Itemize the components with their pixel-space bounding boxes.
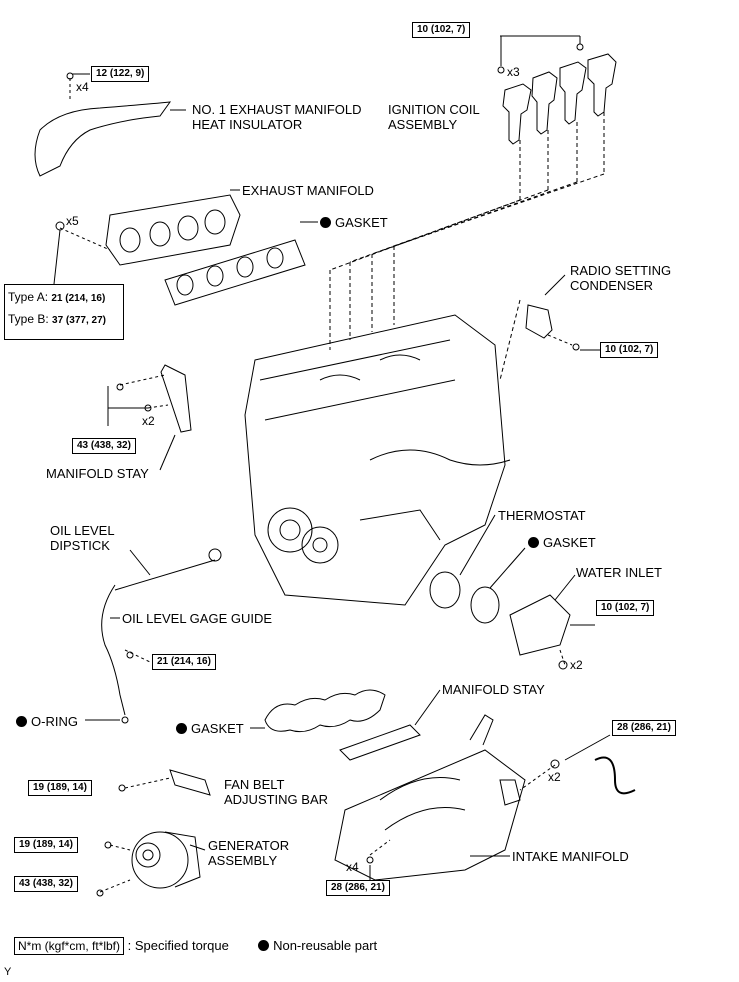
- qty-ignition: x3: [507, 65, 520, 79]
- label-gasket-exhaust: GASKET: [320, 215, 388, 230]
- torque-intake-right: 28 (286, 21): [612, 720, 676, 736]
- torque-generator-lower: 43 (438, 32): [14, 876, 78, 892]
- qty-heat-insulator: x4: [76, 80, 89, 94]
- thermostat-drawing: [429, 571, 461, 609]
- legend-torque-unit: N*m (kgf*cm, ft*lbf): [14, 937, 125, 955]
- manifold-stay-lower-drawing: [339, 724, 421, 761]
- qty-manifold-stay: x2: [142, 414, 155, 428]
- non-reusable-dot-icon: [258, 940, 270, 951]
- torque-intake-bottom: 28 (286, 21): [326, 880, 390, 896]
- thermostat-gasket-drawing: [470, 586, 500, 624]
- non-reusable-dot-icon: [176, 723, 187, 734]
- torque-ignition: 10 (102, 7): [412, 22, 471, 38]
- exhaust-gasket-drawing: [164, 239, 306, 306]
- torque-radio-condenser: 10 (102, 7): [600, 342, 659, 358]
- heat-insulator-drawing: [34, 101, 172, 177]
- legend: N*m (kgf*cm, ft*lbf) : Specified torque …: [14, 937, 378, 955]
- label-gasket-thermostat: GASKET: [528, 535, 596, 550]
- label-fan-belt-bar: FAN BELT ADJUSTING BAR: [224, 777, 329, 807]
- dipstick-drawing: [114, 559, 216, 591]
- legend-torque-text: : Specified torque: [127, 938, 229, 953]
- label-thermostat: THERMOSTAT: [498, 508, 586, 523]
- water-inlet-drawing: [509, 594, 571, 656]
- engine-block-drawing: [244, 314, 511, 606]
- type-b-row: Type B: 37 (377, 27): [8, 312, 106, 326]
- type-a-row: Type A: 21 (214, 16): [8, 290, 106, 304]
- qty-intake-right: x2: [548, 770, 561, 784]
- label-oil-gage-guide: OIL LEVEL GAGE GUIDE: [122, 611, 273, 626]
- intake-gasket-drawing: [264, 689, 386, 733]
- oil-gage-guide-drawing: [101, 584, 126, 716]
- torque-heat-insulator: 12 (122, 9): [91, 66, 150, 82]
- qty-exhaust-manifold: x5: [66, 214, 79, 228]
- legend-nonreusable-text: Non-reusable part: [273, 938, 378, 953]
- label-gasket-intake: GASKET: [176, 721, 244, 736]
- label-heat-insulator: NO. 1 EXHAUST MANIFOLD HEAT INSULATOR: [192, 102, 362, 132]
- coil-guide-lines: [329, 112, 605, 381]
- label-generator: GENERATOR ASSEMBLY: [208, 838, 290, 868]
- exhaust-manifold-drawing: [105, 194, 241, 266]
- label-o-ring: O-RING: [16, 714, 78, 729]
- non-reusable-dot-icon: [16, 716, 27, 727]
- label-exhaust-manifold: EXHAUST MANIFOLD: [242, 183, 374, 198]
- label-oil-dipstick: OIL LEVEL DIPSTICK: [50, 523, 115, 553]
- label-manifold-stay-upper: MANIFOLD STAY: [46, 466, 149, 481]
- fan-belt-bar-drawing: [169, 769, 211, 796]
- label-water-inlet: WATER INLET: [576, 565, 662, 580]
- torque-fan-belt: 19 (189, 14): [28, 780, 92, 796]
- torque-water-inlet: 10 (102, 7): [596, 600, 655, 616]
- intake-manifold-drawing: [334, 714, 526, 881]
- manifold-stay-upper-drawing: [160, 364, 192, 433]
- ignition-coil-drawing: [497, 35, 617, 145]
- qty-water-inlet: x2: [570, 658, 583, 672]
- exhaust-type-torque-box: Type A: 21 (214, 16) Type B: 37 (377, 27…: [4, 284, 124, 340]
- torque-manifold-stay: 43 (438, 32): [72, 438, 136, 454]
- qty-intake-bottom: x4: [346, 860, 359, 874]
- footer-mark: Y: [4, 966, 12, 978]
- non-reusable-dot-icon: [528, 537, 539, 548]
- label-ignition-coil: IGNITION COIL ASSEMBLY: [388, 102, 480, 132]
- non-reusable-dot-icon: [320, 217, 331, 228]
- torque-gage-guide: 21 (214, 16): [152, 654, 216, 670]
- label-intake-manifold: INTAKE MANIFOLD: [512, 849, 629, 864]
- generator-drawing: [131, 831, 201, 889]
- label-manifold-stay-lower: MANIFOLD STAY: [442, 682, 545, 697]
- torque-generator-upper: 19 (189, 14): [14, 837, 78, 853]
- label-radio-condenser: RADIO SETTING CONDENSER: [570, 263, 672, 293]
- radio-condenser-drawing: [525, 304, 553, 339]
